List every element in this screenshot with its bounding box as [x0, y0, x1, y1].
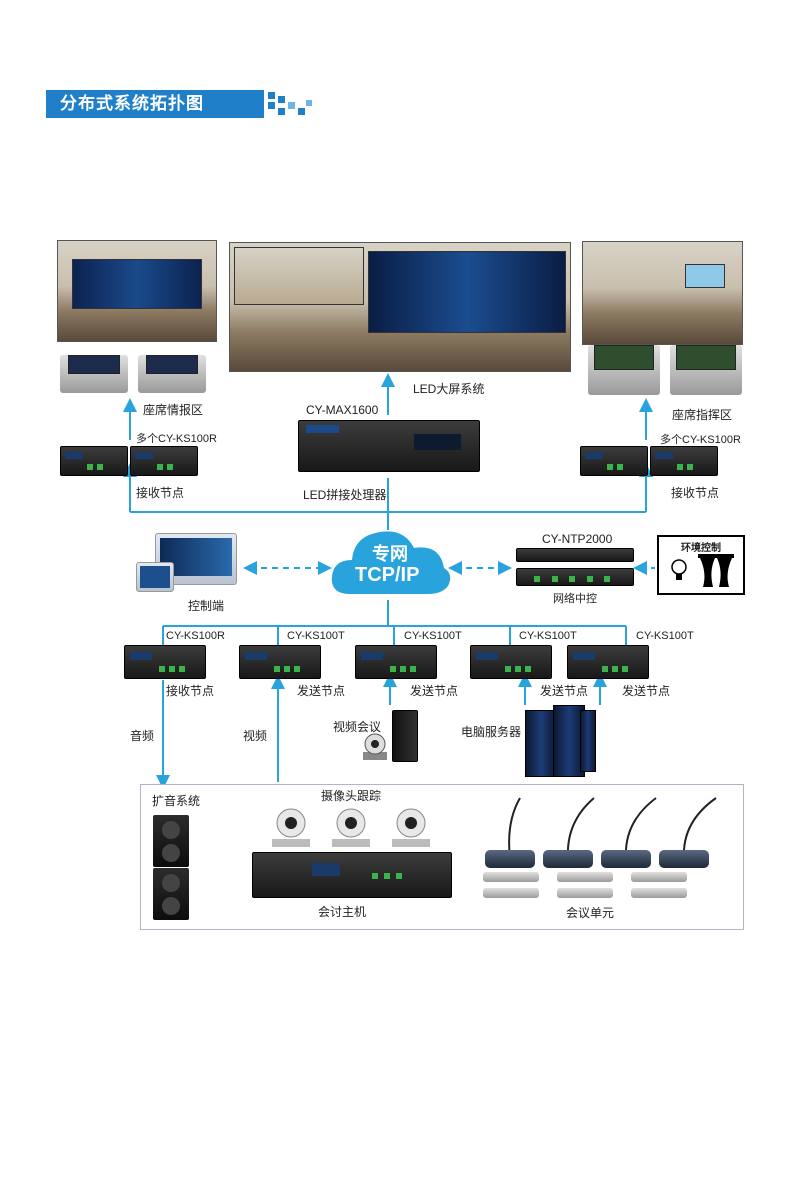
cloud-icon — [331, 531, 451, 594]
lightbulb-icon — [671, 559, 687, 580]
video-conference-label: 视频会议 — [333, 720, 382, 734]
node-model-label: CY-KS100T — [404, 630, 462, 642]
server-rack — [580, 710, 596, 772]
flat-unit — [483, 888, 539, 898]
node-model-label: CY-KS100T — [287, 630, 345, 642]
flat-unit — [557, 888, 613, 898]
vc-terminal-device — [392, 710, 418, 762]
receiver-device — [60, 446, 128, 476]
mic-unit — [543, 850, 593, 868]
speaker-icon — [153, 815, 189, 867]
seat-command-label: 座席指挥区 — [672, 408, 733, 422]
led-system-label: LED大屏系统 — [413, 382, 485, 396]
kvm-node-device — [470, 645, 552, 679]
control-terminal-label: 控制端 — [188, 599, 225, 613]
camera-icon — [363, 733, 387, 760]
page-title: 分布式系统拓扑图 — [46, 90, 264, 118]
seat-command-photo — [582, 241, 743, 345]
console-desk — [588, 345, 660, 395]
console-desk — [670, 345, 742, 395]
network-control-label: 网络中控 — [553, 593, 597, 605]
server-rack — [553, 705, 585, 777]
node-role-label: 发送节点 — [297, 684, 346, 698]
mic-unit — [601, 850, 651, 868]
audio-label: 音频 — [130, 729, 155, 743]
kvm-node-device — [567, 645, 649, 679]
server-rack — [525, 710, 557, 777]
ptz-camera-icon — [392, 808, 430, 847]
conference-host-label: 会讨主机 — [318, 905, 367, 919]
kvm-node-device — [239, 645, 321, 679]
node-model-label: CY-KS100T — [636, 630, 694, 642]
seat-info-photo — [57, 240, 217, 342]
ntp-device — [516, 568, 634, 586]
env-control-label: 环境控制 — [681, 543, 721, 554]
kvm-node-device — [355, 645, 437, 679]
led-processor-label: LED拼接处理器 — [303, 488, 387, 502]
receiver-device — [580, 446, 648, 476]
ntp-model-label: CY-NTP2000 — [542, 532, 613, 546]
speaker-icon — [153, 868, 189, 920]
receiver-device — [650, 446, 718, 476]
ptz-cameras — [272, 808, 430, 847]
node-role-label: 接收节点 — [166, 684, 215, 698]
flat-unit — [483, 872, 539, 882]
camera-tracking-label: 摄像头跟踪 — [321, 789, 382, 803]
cloud-line1: 专网 — [372, 544, 408, 564]
pa-system-label: 扩音系统 — [152, 794, 201, 808]
tablet-icon — [136, 562, 174, 592]
led-system-photo — [229, 242, 571, 372]
curtain-icon — [698, 554, 734, 587]
left-device-model: 多个CY-KS100R — [136, 433, 217, 445]
flat-unit — [631, 872, 687, 882]
left-receive-node-label: 接收节点 — [136, 486, 185, 500]
node-role-label: 发送节点 — [410, 684, 459, 698]
kvm-node-device — [124, 645, 206, 679]
ptz-camera-icon — [332, 808, 370, 847]
node-model-label: CY-KS100T — [519, 630, 577, 642]
conference-unit-label: 会议单元 — [566, 906, 615, 920]
pc-server-label: 电脑服务器 — [461, 725, 522, 739]
right-receive-node-label: 接收节点 — [671, 486, 720, 500]
ntp-device — [516, 548, 634, 562]
cloud-line2: TCP/IP — [355, 564, 420, 586]
ptz-camera-icon — [272, 808, 310, 847]
node-model-label: CY-KS100R — [166, 630, 225, 642]
mic-unit — [485, 850, 535, 868]
title-decoration — [268, 92, 312, 115]
console-desk — [138, 355, 206, 393]
video-label: 视频 — [243, 729, 268, 743]
env-control-box: 环境控制 — [657, 535, 745, 595]
right-device-model: 多个CY-KS100R — [660, 434, 741, 446]
flat-unit — [557, 872, 613, 882]
center-model-label: CY-MAX1600 — [306, 403, 379, 417]
flat-unit — [631, 888, 687, 898]
conference-host-device — [252, 852, 452, 898]
mic-unit — [659, 850, 709, 868]
node-role-label: 发送节点 — [622, 684, 671, 698]
console-desk — [60, 355, 128, 393]
seat-info-label: 座席情报区 — [143, 403, 204, 417]
node-role-label: 发送节点 — [540, 684, 589, 698]
led-processor-device — [298, 420, 480, 472]
receiver-device — [130, 446, 198, 476]
